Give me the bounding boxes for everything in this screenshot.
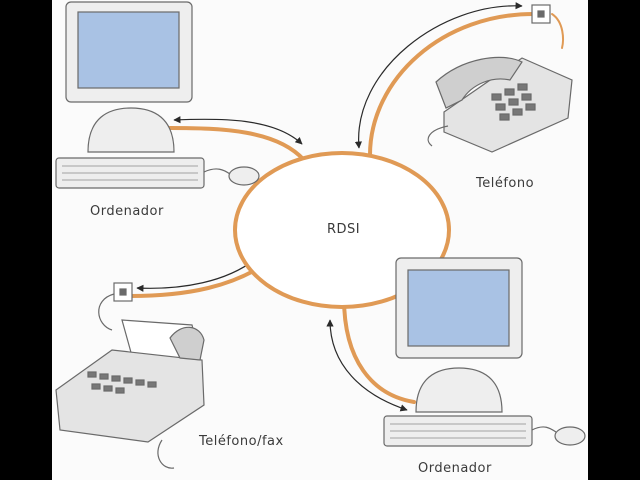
phone-base [443, 57, 573, 153]
fax-cord [98, 293, 115, 331]
monitor-screen-right [407, 269, 510, 347]
fax-icon [55, 282, 205, 469]
arrow-phone [354, 2, 523, 149]
link-computer-top-left [168, 126, 306, 162]
rdsi-label: RDSI [327, 222, 361, 237]
mouse [228, 166, 260, 186]
fax-handset-cord [157, 439, 175, 469]
computer-icon [55, 1, 260, 189]
phone-keypad [491, 83, 536, 121]
diagram-canvas [55, 1, 586, 469]
label-computer-bottom-right: Ordenador [418, 461, 492, 476]
fax-body [55, 349, 205, 443]
computer-icon-right [383, 257, 586, 447]
phone-cord [427, 125, 449, 147]
fax-handset [169, 326, 205, 361]
phone-handset [435, 56, 523, 109]
label-phone: Teléfono [476, 176, 535, 191]
arrow-top-left [173, 116, 303, 145]
link-phone-cord [551, 13, 564, 49]
monitor-stand-right [415, 367, 503, 413]
link-fax [128, 263, 266, 298]
monitor-screen [77, 11, 180, 89]
fax-keypad [87, 371, 157, 394]
arrow-bottom-right [326, 319, 408, 412]
arrow-fax [136, 257, 258, 292]
monitor-stand [87, 107, 175, 153]
mouse-right [554, 426, 586, 446]
telephone-icon [427, 4, 573, 153]
label-fax: Teléfono/fax [199, 434, 284, 449]
network-diagram: RDSI Ordenador Teléfono Teléfono/fax Ord… [52, 0, 588, 480]
label-computer-top-left: Ordenador [90, 204, 164, 219]
